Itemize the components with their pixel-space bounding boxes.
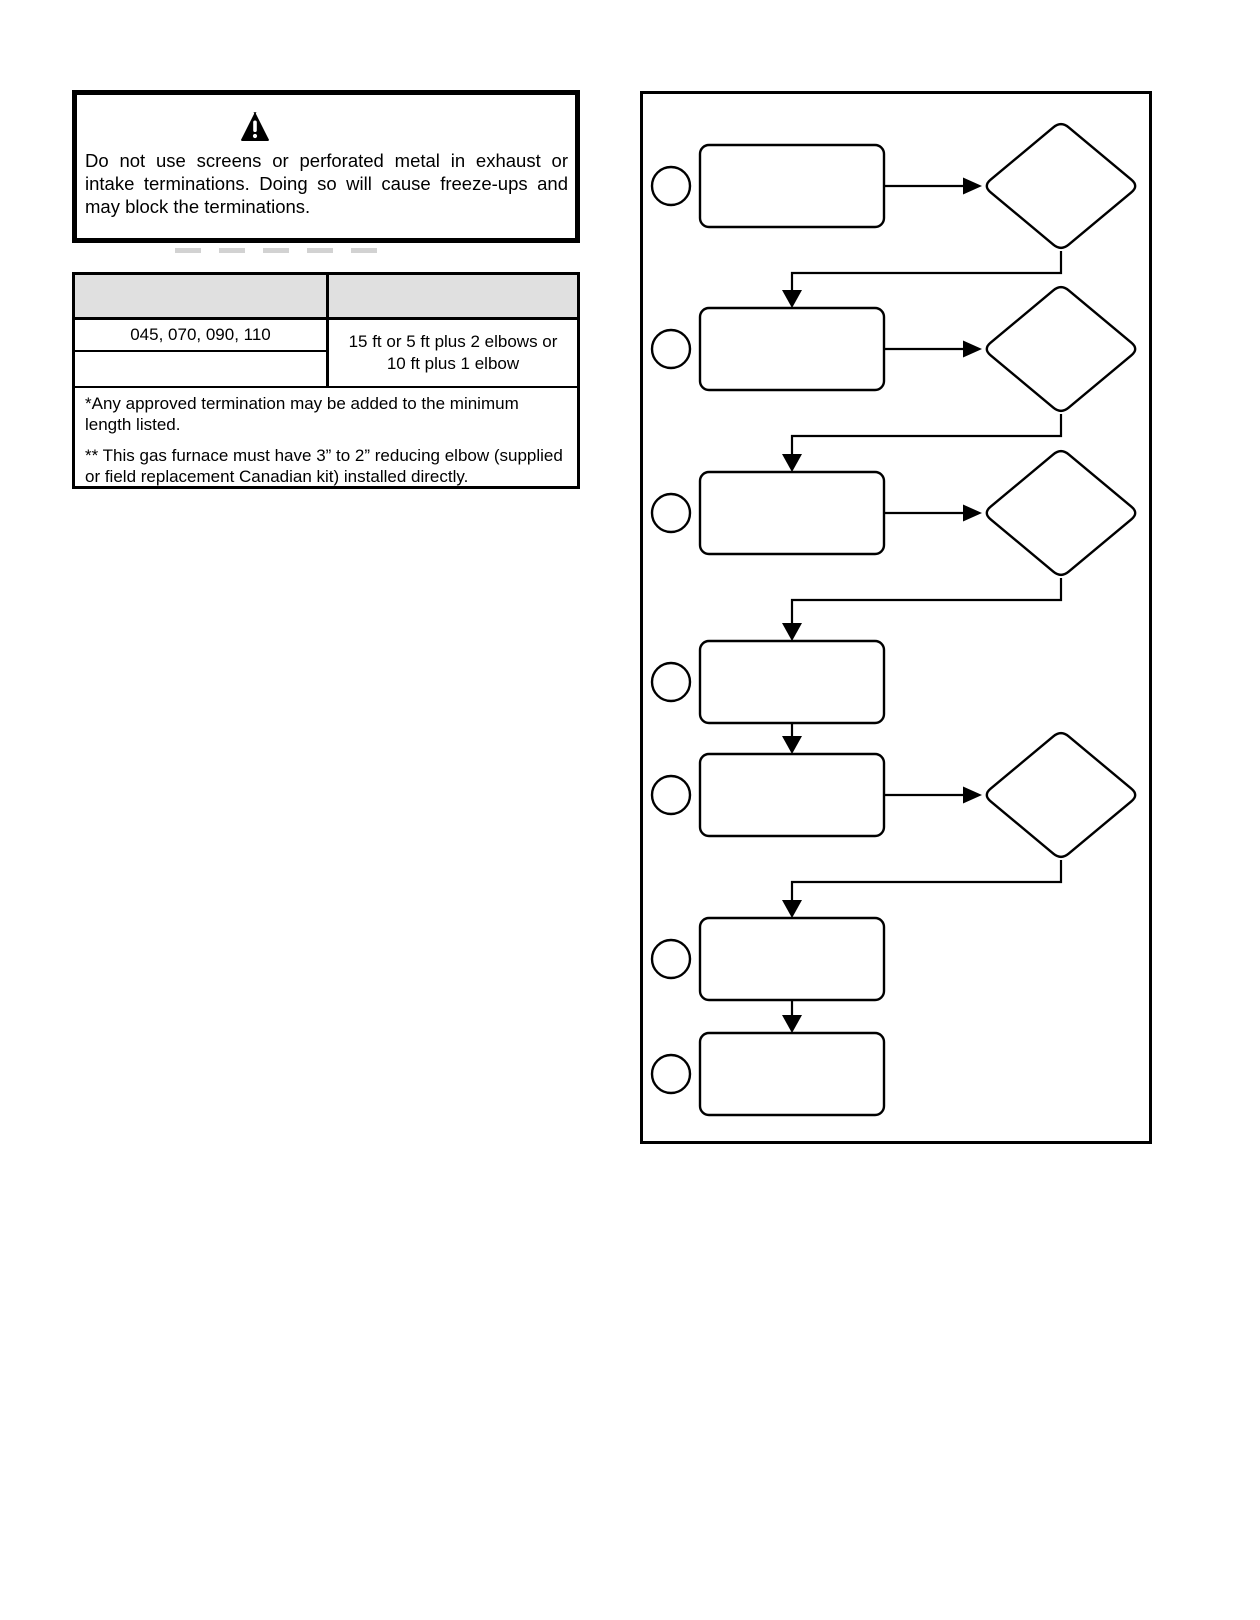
table-cell-empty [75, 352, 329, 386]
decision-diamond-2 [985, 285, 1137, 413]
flow-connector-diamond3-to-box4 [782, 578, 1063, 641]
table-cell-models: 045, 070, 090, 110 [75, 320, 329, 352]
warning-text-line: Do not use screens or perforated metal i… [85, 150, 568, 171]
step-box-4 [698, 639, 886, 725]
flow-arrow-box1-to-diamond1 [884, 177, 982, 195]
flow-arrow-box3-to-diamond3 [884, 504, 982, 522]
warning-box: Do not use screens or perforated metal i… [72, 90, 580, 243]
flow-connector-diamond2-to-box3 [782, 414, 1063, 472]
scan-artifact-dashes [175, 248, 390, 253]
decision-diamond-3 [985, 449, 1137, 577]
footnote-1: *Any approved termination may be added t… [85, 394, 519, 434]
flow-arrow-box4-to-box5 [782, 723, 802, 754]
footnote-2: ** This gas furnace must have 3” to 2” r… [85, 446, 563, 486]
flow-arrow-box5-to-diamond4 [884, 786, 982, 804]
step-circle-6 [650, 938, 692, 980]
warning-text-line: intake terminations. Doing so will cause… [85, 173, 568, 194]
flow-arrow-box6-to-box7 [782, 1000, 802, 1033]
table-header-models [75, 275, 329, 320]
step-circle-7 [650, 1053, 692, 1095]
flow-connector-diamond1-to-box2 [782, 251, 1063, 308]
flow-arrow-box2-to-diamond2 [884, 340, 982, 358]
step-circle-4 [650, 661, 692, 703]
step-box-7 [698, 1031, 886, 1117]
warning-text-line: may block the terminations. [85, 196, 311, 217]
step-circle-1 [650, 165, 692, 207]
step-box-5 [698, 752, 886, 838]
decision-diamond-1 [985, 122, 1137, 250]
vent-length-table: 045, 070, 090, 110 15 ft or 5 ft plus 2 … [72, 272, 580, 489]
table-footnotes: *Any approved termination may be added t… [75, 386, 577, 497]
flow-connector-diamond4-to-box6 [782, 860, 1063, 918]
warning-text: Do not use screens or perforated metal i… [85, 149, 568, 218]
step-box-3 [698, 470, 886, 556]
decision-diamond-4 [985, 731, 1137, 859]
table-header-length [329, 275, 577, 320]
flowchart-panel [640, 91, 1152, 1144]
step-box-2 [698, 306, 886, 392]
flowchart-border [640, 91, 1152, 1144]
step-circle-5 [650, 774, 692, 816]
warning-triangle-icon [241, 112, 269, 141]
step-circle-2 [650, 328, 692, 370]
step-circle-3 [650, 492, 692, 534]
step-box-6 [698, 916, 886, 1002]
step-box-1 [698, 143, 886, 229]
table-cell-min-length: 15 ft or 5 ft plus 2 elbows or 10 ft plu… [348, 332, 558, 373]
